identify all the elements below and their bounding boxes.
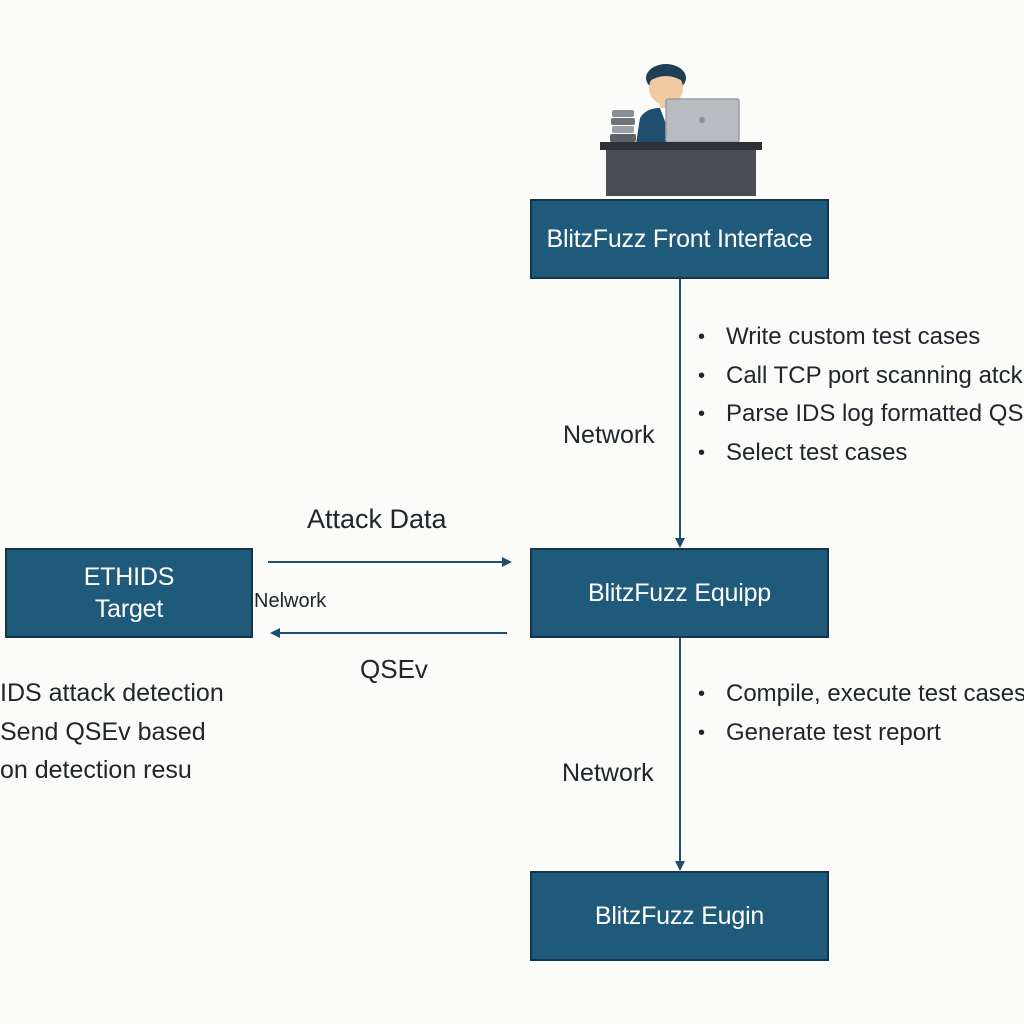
network-label-top: Network: [563, 421, 655, 449]
list-item: Select test cases: [698, 436, 1023, 475]
target-label: Target: [94, 595, 164, 623]
equipp-box: BlitzFuzz Equipp: [530, 548, 829, 638]
eugin-label: BlitzFuzz Eugin: [594, 901, 765, 930]
list-item: Call TCP port scanning atck: [698, 359, 1023, 398]
list-item: Generate test report: [698, 716, 1024, 755]
attack-data-label: Attack Data: [307, 504, 447, 534]
list-item: IDS attack detection: [0, 679, 224, 707]
list-item: Parse IDS log formatted QS: [698, 397, 1023, 436]
target-notes: IDS attack detection Send QSEv based on …: [0, 676, 224, 792]
list-item: Send QSEv based: [0, 717, 206, 746]
front-interface-tasks: Write custom test cases Call TCP port sc…: [698, 320, 1023, 474]
network-label-left: Nelwork: [254, 590, 327, 612]
equipp-tasks: Compile, execute test cases Generate tes…: [698, 677, 1024, 754]
qsev-label: QSEv: [360, 654, 428, 684]
list-item: on detection resu: [0, 756, 192, 784]
eugin-box: BlitzFuzz Eugin: [530, 871, 829, 961]
list-item: Write custom test cases: [698, 320, 1023, 359]
equipp-label: BlitzFuzz Equipp: [588, 578, 771, 607]
ethids-label: ETHIDS: [83, 562, 175, 591]
front-interface-box: BlitzFuzz Front Interface: [530, 199, 829, 279]
front-interface-label: BlitzFuzz Front Interface: [546, 224, 813, 253]
ethids-target-box: ETHIDS Target: [5, 548, 253, 638]
network-label-bottom: Network: [562, 759, 654, 787]
list-item: Compile, execute test cases: [698, 677, 1024, 716]
person-at-laptop-icon: [600, 64, 762, 196]
